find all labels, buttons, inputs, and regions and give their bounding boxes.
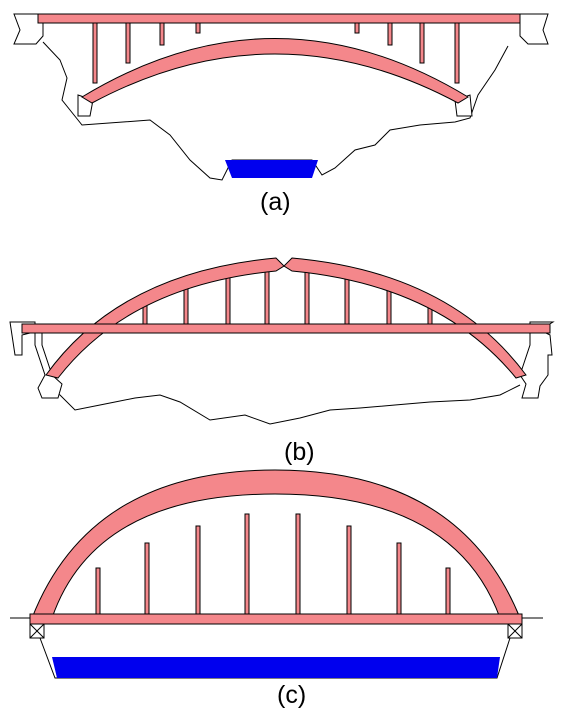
panel-a-label: (a) xyxy=(260,188,291,216)
panel-b-left-abutment xyxy=(9,321,63,399)
panel-c-hanger xyxy=(95,567,101,619)
panel-b-hanger xyxy=(304,269,310,326)
panel-a-deck xyxy=(37,13,521,24)
panel-b-arch-left xyxy=(45,257,285,379)
panel-b-hanger xyxy=(386,287,392,326)
panel-b-diagram xyxy=(9,257,555,425)
panel-b-arch-right xyxy=(283,257,527,379)
panel-c-hanger xyxy=(346,525,352,619)
panel-c-hanger xyxy=(396,542,402,619)
panel-b-hanger xyxy=(264,269,270,326)
panel-b-right-abutment xyxy=(519,321,555,399)
panel-a-post xyxy=(454,22,460,84)
panel-b-terrain xyxy=(44,384,521,425)
panel-a-post xyxy=(354,22,360,34)
panel-b-hanger xyxy=(344,276,350,326)
panel-a-right-abutment xyxy=(519,13,549,45)
panel-a-post xyxy=(419,22,425,64)
panel-c-hanger xyxy=(295,513,301,619)
panel-c-hangers xyxy=(95,513,451,619)
panel-b-deck xyxy=(21,323,551,334)
panel-b-hanger xyxy=(183,287,189,326)
panel-a-post xyxy=(159,22,165,46)
panel-c-hanger xyxy=(195,525,201,619)
panel-b-hanger xyxy=(225,276,231,326)
panel-a-post xyxy=(387,22,393,46)
panel-a-arch xyxy=(81,38,469,104)
panel-b-label: (b) xyxy=(284,438,315,466)
panel-c-hanger xyxy=(445,567,451,619)
panel-a-post xyxy=(92,22,98,84)
panel-c-water xyxy=(52,657,500,678)
panel-a-post xyxy=(125,22,131,64)
panel-c-left-bearing xyxy=(29,623,45,639)
panel-c-label: (c) xyxy=(277,681,307,709)
panel-c-diagram xyxy=(10,469,543,679)
panel-a-water xyxy=(225,160,318,178)
panel-c-hanger xyxy=(144,542,150,619)
panel-c-deck xyxy=(29,613,523,625)
panel-a-diagram xyxy=(13,13,549,181)
panel-a-terrain xyxy=(42,41,509,181)
panel-c-right-bearing xyxy=(507,623,523,639)
panel-c-hanger xyxy=(244,513,250,619)
panel-b-hanger xyxy=(142,304,148,326)
panel-a-post xyxy=(195,22,201,34)
